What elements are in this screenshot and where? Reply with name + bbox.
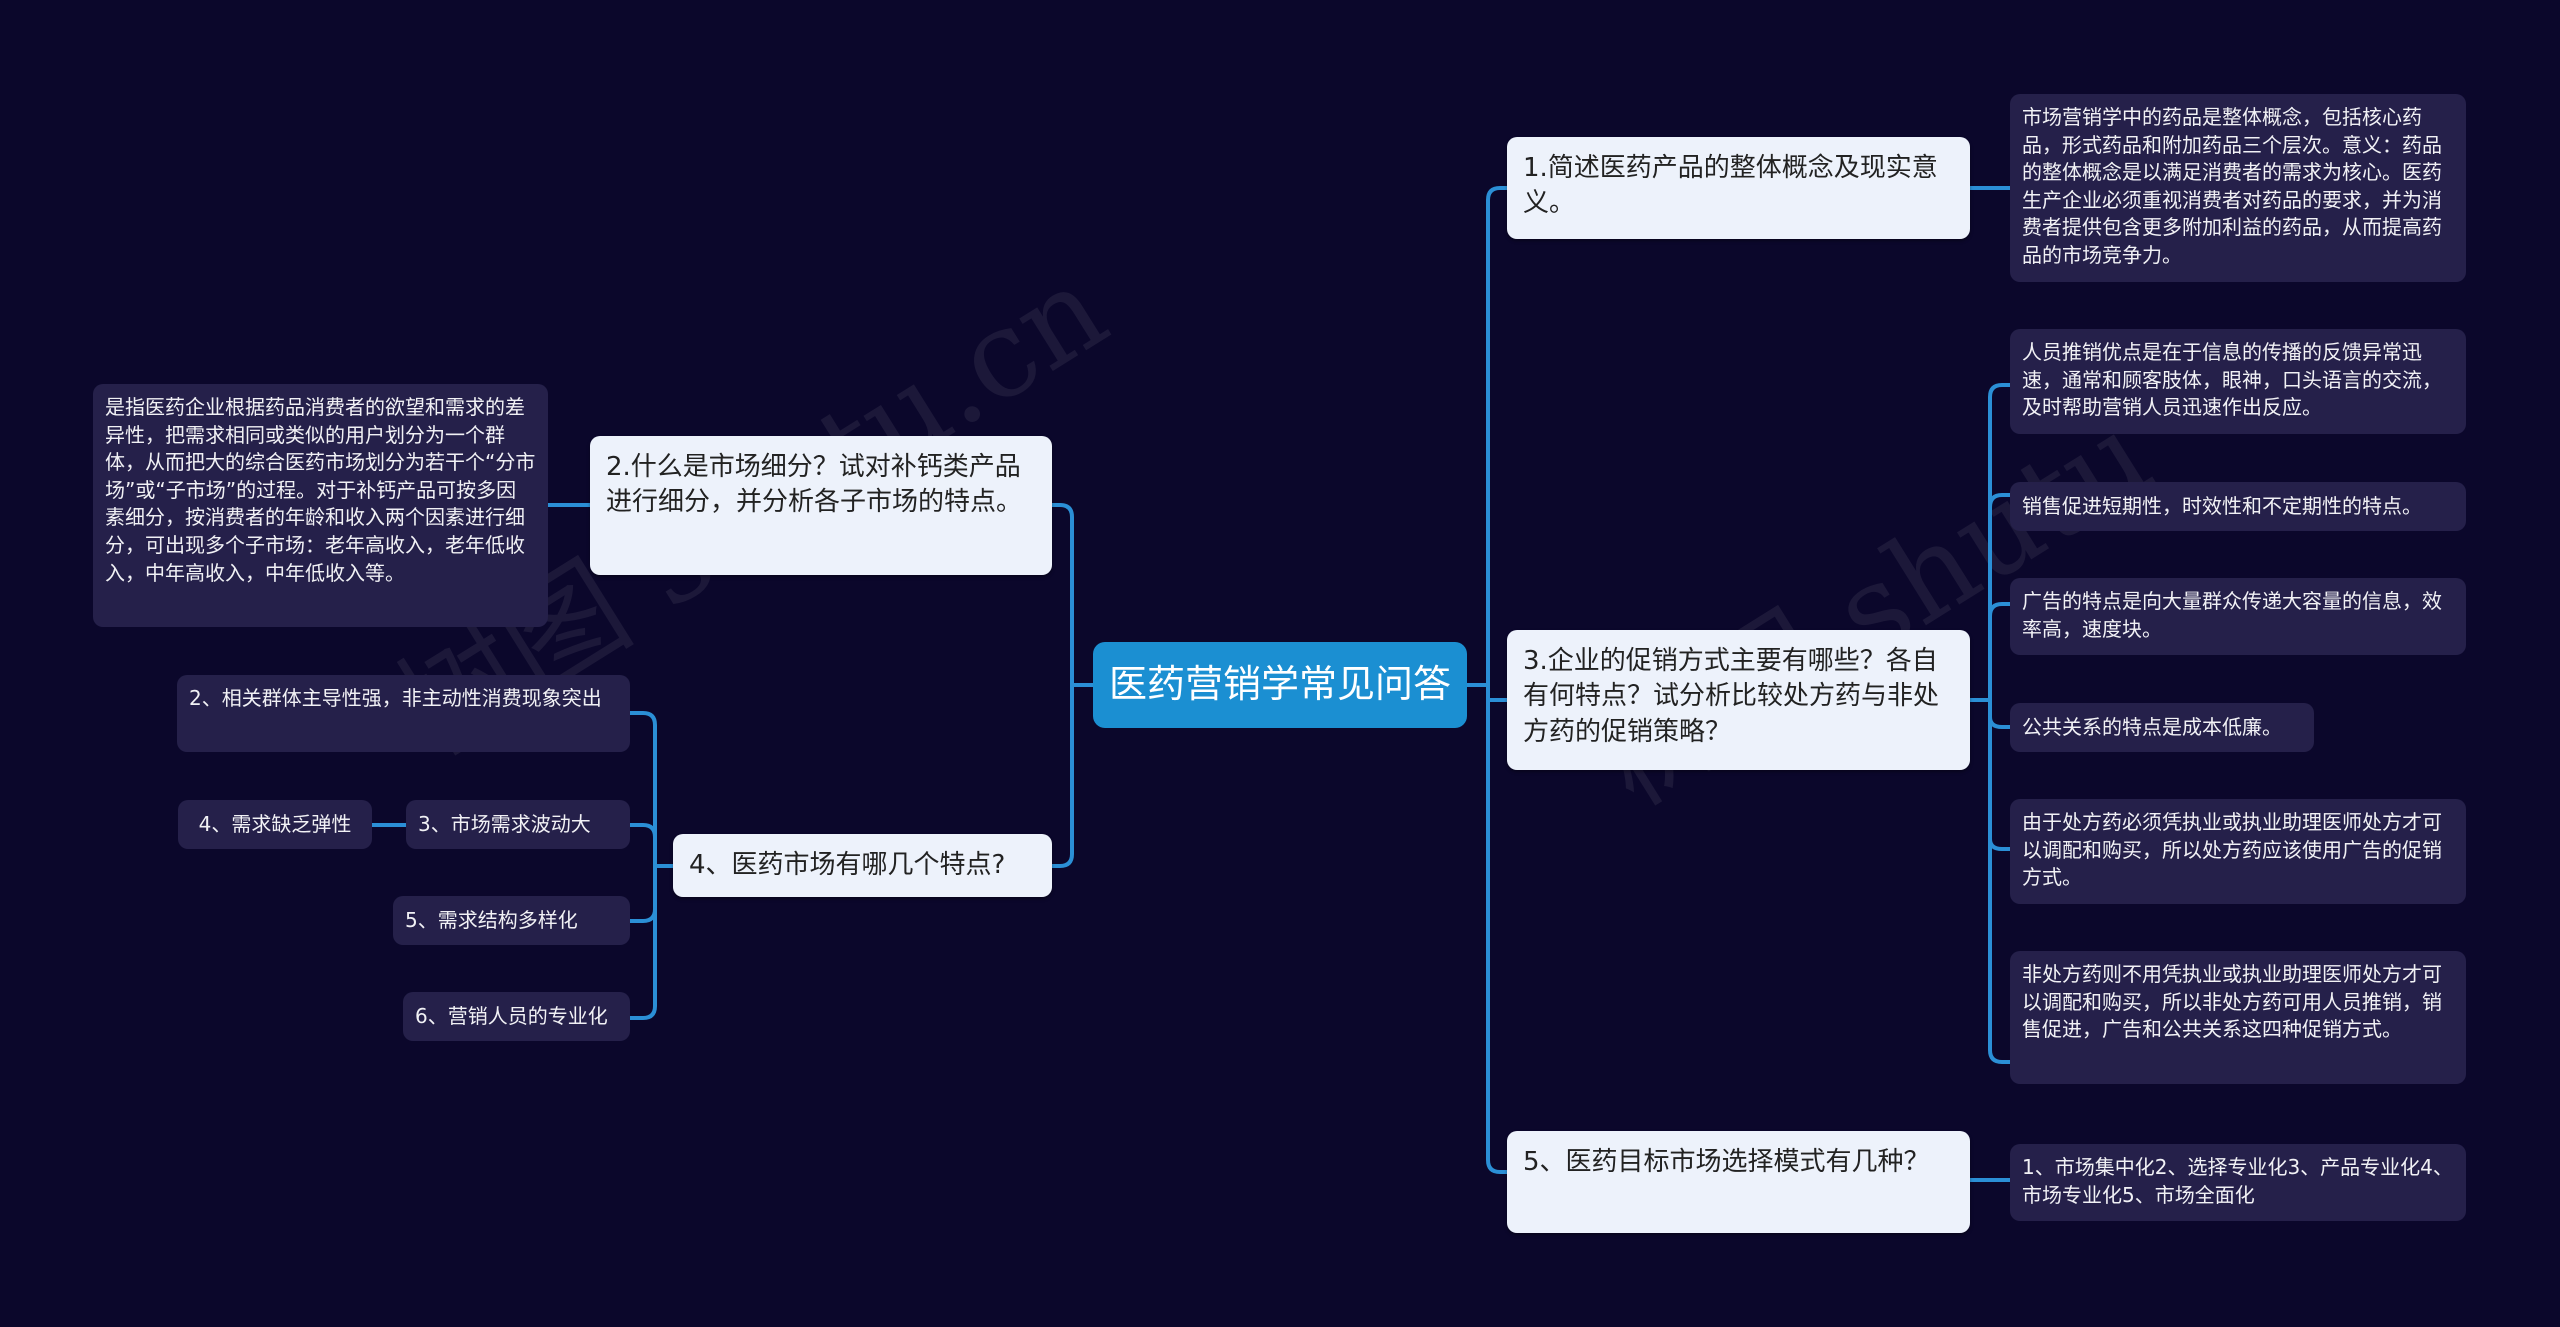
leaf-text: 5、需求结构多样化 [405, 907, 578, 932]
leaf-text: 公共关系的特点是成本低廉。 [2022, 714, 2282, 739]
topic-label: 2.什么是市场细分？试对补钙类产品进行细分，并分析各子市场的特点。 [606, 452, 1023, 518]
leaf-text: 1、市场集中化2、选择专业化3、产品专业化4、市场专业化5、市场全面化 [2022, 1155, 2453, 1207]
leaf-text: 2、相关群体主导性强，非主动性消费现象突出 [189, 686, 602, 710]
leaf-market-segmentation-answer[interactable]: 是指医药企业根据药品消费者的欲望和需求的差异性，把需求相同或类似的用户划分为一个… [93, 384, 548, 627]
leaf-sales-promotion[interactable]: 销售促进短期性，时效性和不定期性的特点。 [2010, 482, 2466, 531]
leaf-target-market-modes-answer[interactable]: 1、市场集中化2、选择专业化3、产品专业化4、市场专业化5、市场全面化 [2010, 1144, 2466, 1221]
leaf-demand-structure-diversity[interactable]: 5、需求结构多样化 [393, 896, 630, 945]
root-topic-label: 医药营销学常见问答 [1108, 662, 1451, 707]
leaf-text: 3、市场需求波动大 [418, 811, 591, 836]
root-topic[interactable]: 医药营销学常见问答 [1093, 642, 1467, 728]
leaf-personal-selling[interactable]: 人员推销优点是在于信息的传播的反馈异常迅速，通常和顾客肢体，眼神，口头语言的交流… [2010, 329, 2466, 434]
leaf-sales-staff-professional[interactable]: 6、营销人员的专业化 [403, 992, 630, 1041]
leaf-otc-drug-promotion[interactable]: 非处方药则不用凭执业或执业助理医师处方才可以调配和购买，所以非处方药可用人员推销… [2010, 951, 2466, 1084]
topic-market-characteristics[interactable]: 4、医药市场有哪几个特点? [673, 834, 1052, 897]
leaf-text: 人员推销优点是在于信息的传播的反馈异常迅速，通常和顾客肢体，眼神，口头语言的交流… [2022, 340, 2442, 420]
topic-promotion-methods[interactable]: 3.企业的促销方式主要有哪些？各自有何特点？试分析比较处方药与非处方药的促销策略… [1507, 630, 1970, 770]
leaf-text: 是指医药企业根据药品消费者的欲望和需求的差异性，把需求相同或类似的用户划分为一个… [105, 395, 536, 585]
leaf-text: 广告的特点是向大量群众传递大容量的信息，效率高，速度块。 [2022, 589, 2442, 641]
leaf-text: 4、需求缺乏弹性 [198, 811, 352, 836]
leaf-product-concept-answer[interactable]: 市场营销学中的药品是整体概念，包括核心药品，形式药品和附加药品三个层次。意义：药… [2010, 94, 2466, 282]
leaf-text: 非处方药则不用凭执业或执业助理医师处方才可以调配和购买，所以非处方药可用人员推销… [2022, 962, 2442, 1042]
topic-label: 4、医药市场有哪几个特点? [689, 849, 1006, 880]
leaf-demand-fluctuation[interactable]: 3、市场需求波动大 [406, 800, 630, 849]
leaf-demand-inelastic[interactable]: 4、需求缺乏弹性 [178, 800, 372, 849]
leaf-text: 6、营销人员的专业化 [415, 1003, 608, 1028]
topic-target-market-modes[interactable]: 5、医药目标市场选择模式有几种？ [1507, 1131, 1970, 1233]
leaf-prescription-drug-promotion[interactable]: 由于处方药必须凭执业或执业助理医师处方才可以调配和购买，所以处方药应该使用广告的… [2010, 799, 2466, 904]
leaf-advertising[interactable]: 广告的特点是向大量群众传递大容量的信息，效率高，速度块。 [2010, 578, 2466, 655]
leaf-public-relations[interactable]: 公共关系的特点是成本低廉。 [2010, 703, 2314, 752]
topic-label: 1.简述医药产品的整体概念及现实意义。 [1523, 153, 1938, 219]
leaf-text: 销售促进短期性，时效性和不定期性的特点。 [2022, 493, 2422, 518]
leaf-text: 由于处方药必须凭执业或执业助理医师处方才可以调配和购买，所以处方药应该使用广告的… [2022, 810, 2442, 890]
leaf-group-dominance[interactable]: 2、相关群体主导性强，非主动性消费现象突出 [177, 675, 630, 752]
topic-label: 5、医药目标市场选择模式有几种？ [1523, 1147, 1930, 1177]
topic-product-concept[interactable]: 1.简述医药产品的整体概念及现实意义。 [1507, 137, 1970, 239]
leaf-text: 市场营销学中的药品是整体概念，包括核心药品，形式药品和附加药品三个层次。意义：药… [2022, 105, 2442, 267]
topic-market-segmentation[interactable]: 2.什么是市场细分？试对补钙类产品进行细分，并分析各子市场的特点。 [590, 436, 1052, 575]
topic-label: 3.企业的促销方式主要有哪些？各自有何特点？试分析比较处方药与非处方药的促销策略… [1523, 646, 1940, 747]
